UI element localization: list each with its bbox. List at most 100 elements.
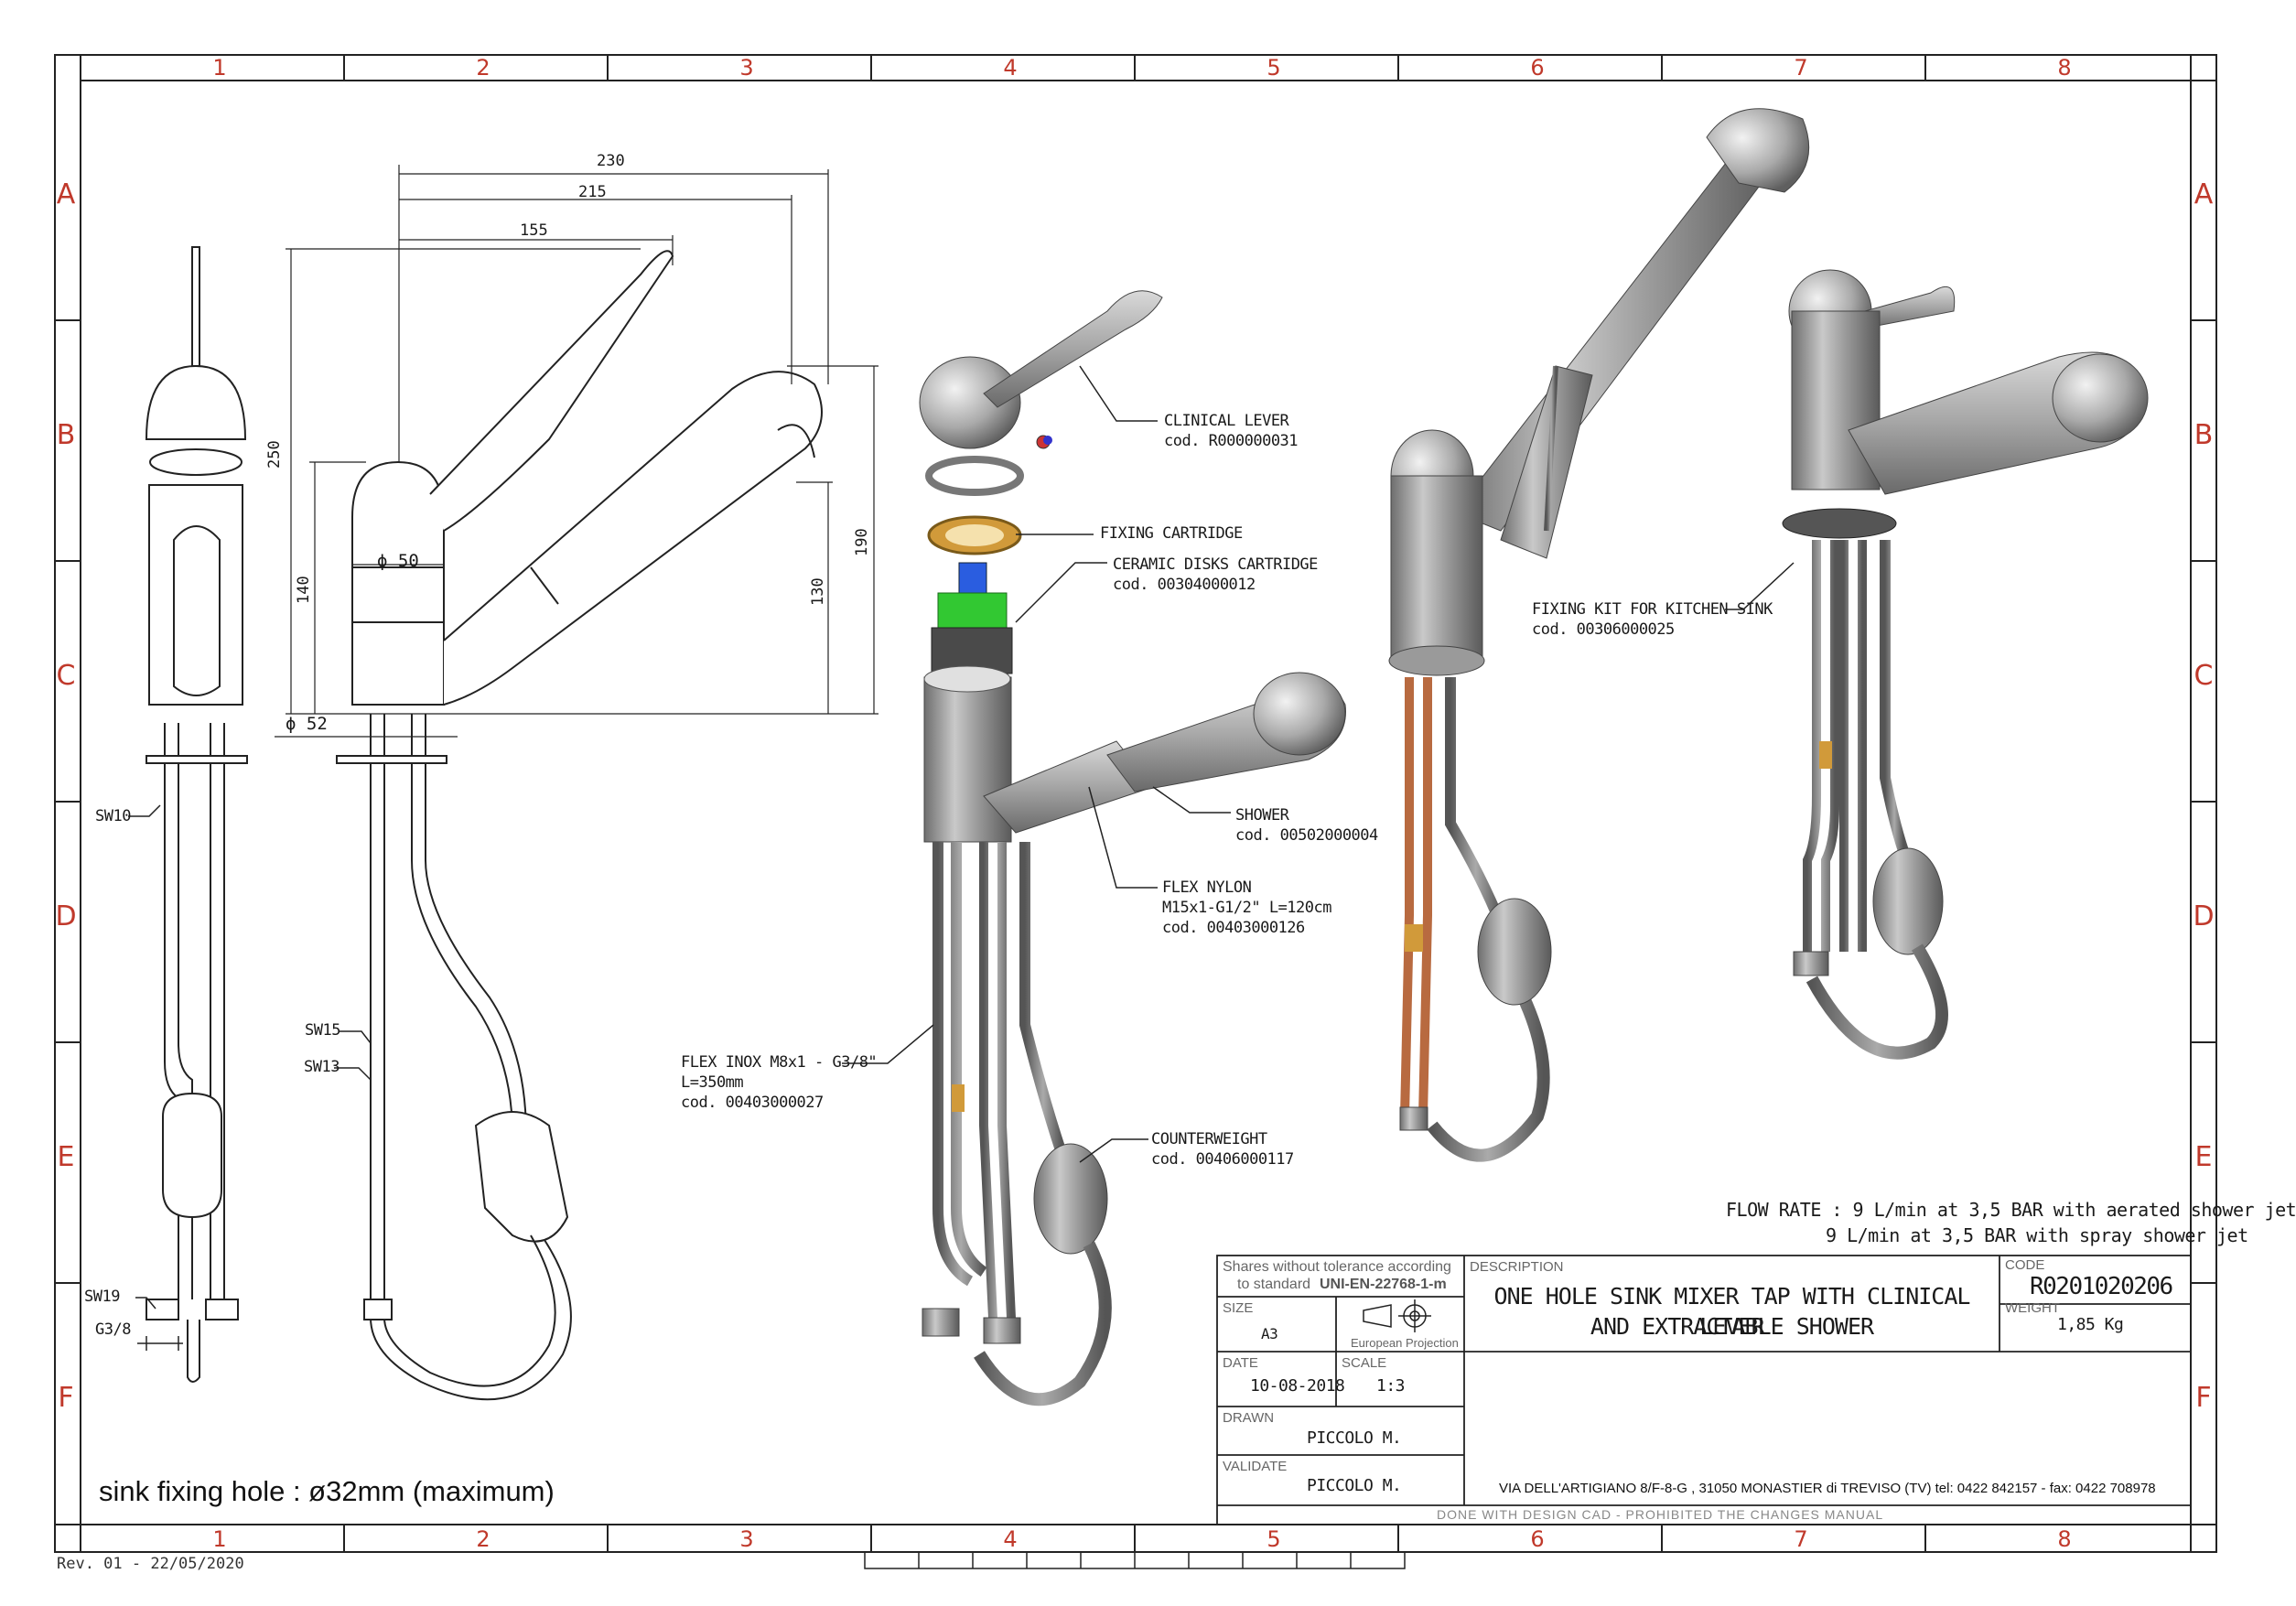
- grid-col-7-bottom: 7: [1794, 1526, 1808, 1552]
- title-block-frame: [1216, 1255, 2192, 1525]
- flow-rate-line-1: FLOW RATE : 9 L/min at 3,5 BAR with aera…: [1726, 1199, 2296, 1221]
- grid-col-7: 7: [1794, 55, 1808, 81]
- part-shower-code: cod. 00502000004: [1235, 826, 1378, 845]
- revision-note: Rev. 01 - 22/05/2020: [57, 1555, 244, 1573]
- front-view: [145, 246, 248, 1383]
- grid-row-c: C: [56, 660, 76, 692]
- column-ticks: [343, 55, 1926, 1552]
- label-sw19: SW19: [84, 1288, 120, 1306]
- dimension-phi-52: ϕ 52: [286, 714, 328, 734]
- grid-row-a: A: [56, 178, 76, 210]
- tolerance-line-2a: to standard: [1237, 1277, 1311, 1292]
- dimension-155: 155: [520, 221, 548, 240]
- scale-label: SCALE: [1342, 1355, 1387, 1371]
- grid-col-2: 2: [476, 55, 490, 81]
- exploded-view: [919, 290, 1346, 1407]
- dimension-250: 250: [265, 440, 284, 469]
- label-sw10: SW10: [95, 807, 131, 825]
- dimension-phi-50: ϕ 50: [377, 551, 419, 571]
- tolerance-line-1: Shares without tolerance according: [1223, 1259, 1451, 1275]
- description-label: DESCRIPTION: [1470, 1259, 1564, 1275]
- grid-col-4-bottom: 4: [1003, 1526, 1018, 1552]
- part-ceramic-cartridge-name: CERAMIC DISKS CARTRIDGE: [1113, 555, 1318, 574]
- grid-row-e: E: [57, 1141, 75, 1173]
- description-line-1: ONE HOLE SINK MIXER TAP WITH CLINICAL LE…: [1493, 1283, 1971, 1340]
- dimension-130: 130: [809, 577, 827, 606]
- validate-value: PICCOLO M.: [1307, 1476, 1402, 1495]
- grid-col-1: 1: [212, 55, 227, 81]
- company-address: VIA DELL'ARTIGIANO 8/F-8-G , 31050 MONAS…: [1499, 1481, 2156, 1496]
- grid-col-3: 3: [739, 55, 754, 81]
- flow-rate-line-2: 9 L/min at 3,5 BAR with spray shower jet: [1826, 1224, 2248, 1246]
- grid-col-1-bottom: 1: [212, 1526, 227, 1552]
- weight-value: 1,85 Kg: [2057, 1315, 2124, 1334]
- grid-col-5-bottom: 5: [1267, 1526, 1281, 1552]
- part-flex-inox-name: FLEX INOX M8x1 - G3/8": [681, 1053, 878, 1072]
- weight-label: WEIGHT: [2005, 1300, 2060, 1316]
- grid-col-6-bottom: 6: [1530, 1526, 1545, 1552]
- grid-row-e-right: E: [2194, 1141, 2213, 1173]
- part-flex-inox-code: cod. 00403000027: [681, 1094, 824, 1112]
- dimension-lines: [275, 165, 879, 738]
- drawn-value: PICCOLO M.: [1307, 1428, 1402, 1448]
- bottom-cells: [864, 1551, 1406, 1569]
- grid-row-f-right: F: [2195, 1382, 2212, 1414]
- drawn-label: DRAWN: [1223, 1410, 1275, 1426]
- grid-row-d-right: D: [2193, 900, 2215, 932]
- tolerance-standard: UNI-EN-22768-1-m: [1320, 1277, 1447, 1292]
- grid-col-2-bottom: 2: [476, 1526, 490, 1552]
- profile-view: [336, 250, 823, 1401]
- scale-value: 1:3: [1376, 1376, 1406, 1396]
- size-value: A3: [1261, 1325, 1278, 1342]
- dimension-230: 230: [597, 152, 625, 170]
- grid-row-d: D: [55, 900, 77, 932]
- part-clinical-lever-code: cod. R000000031: [1164, 432, 1299, 450]
- label-g38: G3/8: [95, 1320, 131, 1339]
- label-sw13: SW13: [304, 1058, 340, 1076]
- projection-label: European Projection: [1351, 1336, 1459, 1350]
- size-label: SIZE: [1223, 1300, 1254, 1316]
- part-fixing-kit-name: FIXING KIT FOR KITCHEN SINK: [1532, 600, 1773, 619]
- grid-row-b-right: B: [2194, 419, 2214, 451]
- part-shower-name: SHOWER: [1235, 806, 1289, 825]
- dimension-140: 140: [295, 576, 313, 604]
- grid-row-f: F: [58, 1382, 74, 1414]
- part-flex-nylon-code: cod. 00403000126: [1162, 919, 1305, 937]
- grid-col-3-bottom: 3: [739, 1526, 754, 1552]
- row-ticks: [55, 319, 2216, 1284]
- assembled-view-fixed: [1782, 269, 2149, 1060]
- date-value: 10-08-2018: [1250, 1376, 1345, 1396]
- validate-label: VALIDATE: [1223, 1459, 1288, 1474]
- label-sw15: SW15: [305, 1021, 340, 1040]
- description-line-2: AND EXTRACTABLE SHOWER: [1590, 1313, 1874, 1340]
- code-value: R0201020206: [2030, 1273, 2173, 1300]
- grid-col-5: 5: [1267, 55, 1281, 81]
- part-flex-nylon-name: FLEX NYLON: [1162, 878, 1252, 897]
- grid-col-6: 6: [1530, 55, 1545, 81]
- grid-col-8-bottom: 8: [2057, 1526, 2072, 1552]
- grid-row-c-right: C: [2194, 660, 2214, 692]
- part-flex-inox-spec: L=350mm: [681, 1073, 744, 1092]
- grid-col-8: 8: [2057, 55, 2072, 81]
- sink-fixing-hole-note: sink fixing hole : ø32mm (maximum): [99, 1475, 555, 1507]
- part-ceramic-cartridge-code: cod. 00304000012: [1113, 576, 1256, 594]
- part-counterweight-name: COUNTERWEIGHT: [1151, 1130, 1267, 1148]
- part-flex-nylon-spec: M15x1-G1/2" L=120cm: [1162, 899, 1331, 917]
- assembled-view-pulled: [1388, 108, 1810, 1162]
- dimension-215: 215: [578, 183, 607, 201]
- part-fixing-kit-code: cod. 00306000025: [1532, 620, 1675, 639]
- projection-symbol-icon: [1363, 1299, 1431, 1332]
- date-label: DATE: [1223, 1355, 1258, 1371]
- part-clinical-lever-name: CLINICAL LEVER: [1164, 412, 1289, 430]
- part-counterweight-code: cod. 00406000117: [1151, 1150, 1294, 1169]
- title-block-footer: DONE WITH DESIGN CAD - PROHIBITED THE CH…: [1437, 1507, 1884, 1522]
- grid-col-4: 4: [1003, 55, 1018, 81]
- grid-row-a-right: A: [2194, 178, 2214, 210]
- dimension-190: 190: [853, 528, 871, 556]
- part-fixing-cartridge-name: FIXING CARTRIDGE: [1100, 524, 1243, 543]
- grid-row-b: B: [56, 419, 76, 451]
- code-label: CODE: [2005, 1257, 2045, 1273]
- part-leaders: [842, 365, 1231, 1163]
